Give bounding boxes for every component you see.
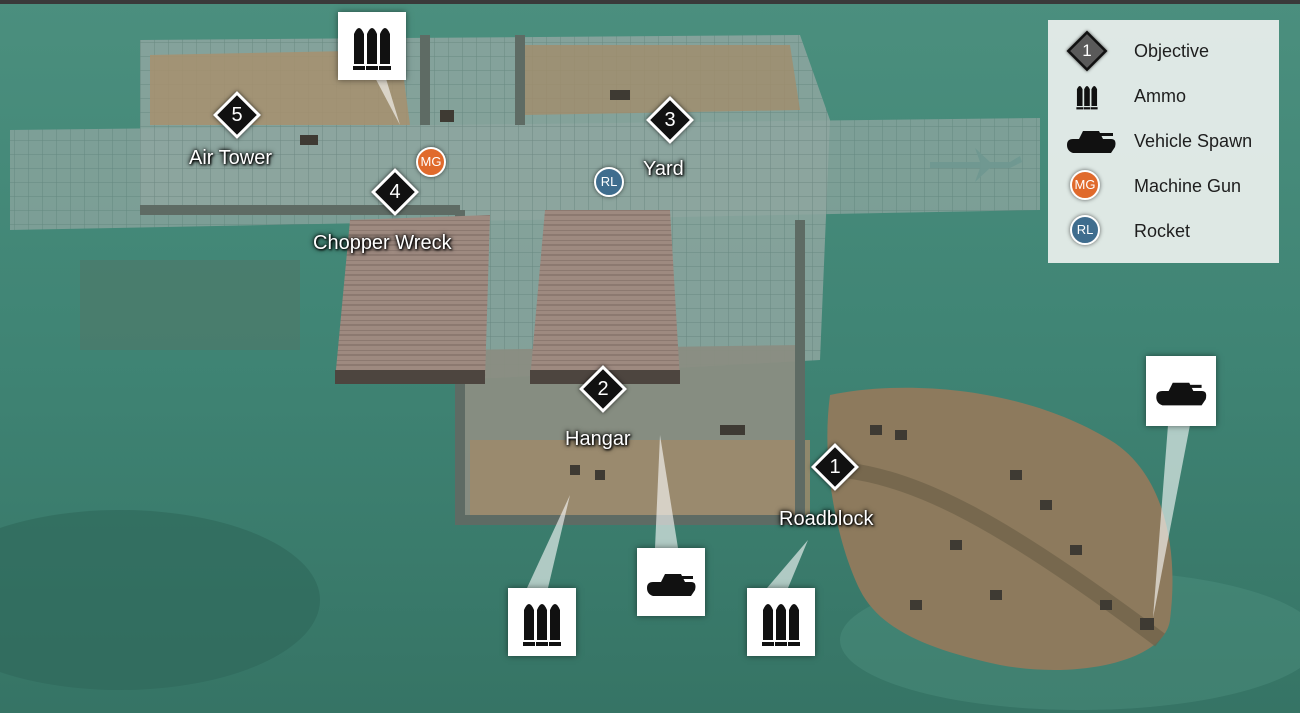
ammo-icon [353, 28, 391, 70]
objective-3-label: Yard [643, 158, 684, 180]
vehicle-spawn-callout-center[interactable] [637, 548, 705, 616]
vehicle-callout-pointer-left [655, 435, 678, 548]
objective-diamond-icon: 1 [1064, 28, 1110, 74]
tank-icon [647, 574, 696, 596]
rocket-marker[interactable]: RL [594, 167, 624, 197]
ammo-callout-pointer-top [372, 72, 400, 125]
ammo-icon [523, 604, 561, 646]
legend-row-ammo: Ammo [1048, 74, 1279, 118]
objective-number: 5 [231, 104, 243, 126]
legend-label-objective: Objective [1134, 41, 1210, 61]
ammo-callout-pointer-bottom-left [527, 495, 570, 588]
objective-1-marker[interactable]: 1 [808, 440, 862, 494]
legend-row-vehicle-spawn: Vehicle Spawn [1048, 119, 1279, 163]
machine-gun-marker[interactable]: MG [416, 147, 446, 177]
machine-gun-icon: MG [1070, 170, 1100, 200]
vehicle-callout-pointer-right [1153, 425, 1190, 618]
legend-row-rocket: RL Rocket [1048, 209, 1279, 253]
objective-number: 3 [664, 109, 676, 131]
tank-icon [1156, 382, 1207, 406]
objective-2-label: Hangar [565, 428, 631, 450]
objective-number: 4 [389, 181, 401, 203]
rocket-icon: RL [1070, 215, 1100, 245]
legend-label-machine-gun: Machine Gun [1134, 176, 1242, 196]
objective-number: 2 [597, 378, 609, 400]
objective-3-marker[interactable]: 3 [643, 93, 697, 147]
ammo-icon [762, 604, 800, 646]
objective-number: 1 [829, 456, 841, 478]
vehicle-spawn-callout-right[interactable] [1146, 356, 1216, 426]
objective-4-label: Chopper Wreck [313, 232, 452, 254]
legend-row-machine-gun: MG Machine Gun [1048, 164, 1279, 208]
legend-label-ammo: Ammo [1134, 86, 1187, 106]
objective-number: 1 [1082, 41, 1092, 61]
objective-1-label: Roadblock [779, 508, 874, 530]
objective-5-marker[interactable]: 5 [210, 88, 264, 142]
ammo-callout-top[interactable] [338, 12, 406, 80]
objective-5-label: Air Tower [189, 147, 272, 169]
tank-icon [1067, 131, 1116, 153]
ammo-callout-bottom-right[interactable] [747, 588, 815, 656]
legend-row-objective: 1 Objective [1048, 29, 1279, 73]
map-legend: 1 Objective Ammo Vehicle Spawn MG Machin… [1048, 20, 1279, 263]
ammo-icon [1076, 85, 1098, 110]
legend-label-vehicle-spawn: Vehicle Spawn [1134, 131, 1253, 151]
legend-label-rocket: Rocket [1134, 221, 1191, 241]
ammo-callout-pointer-bottom-right [767, 540, 808, 588]
objective-4-marker[interactable]: 4 [368, 165, 422, 219]
objective-2-marker[interactable]: 2 [576, 362, 630, 416]
ammo-callout-bottom-left[interactable] [508, 588, 576, 656]
